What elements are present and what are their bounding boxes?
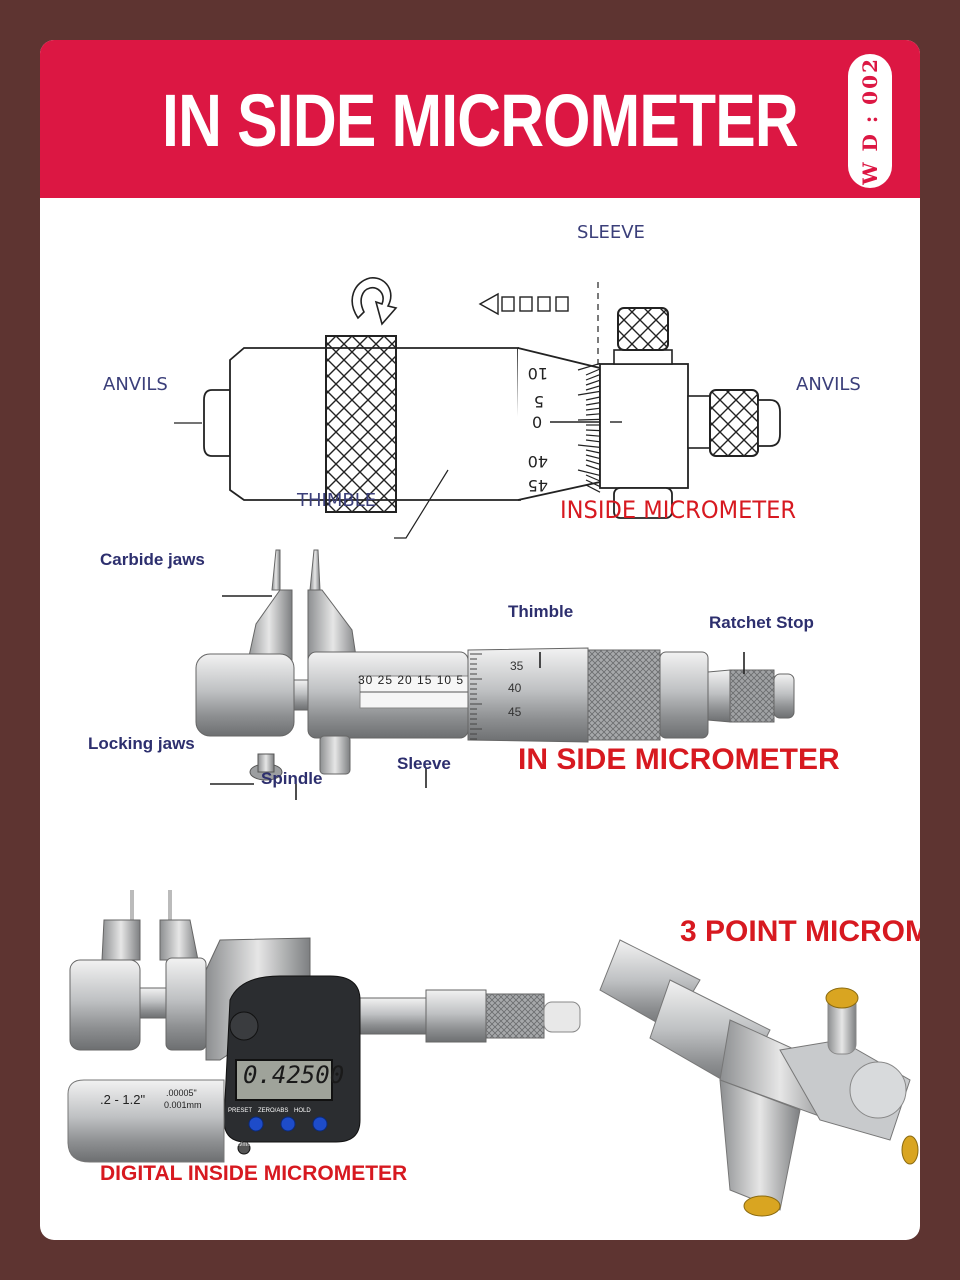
thimble-label: THIMBLE (297, 490, 377, 511)
zero-abs-button[interactable]: ZERO/ABS (258, 1108, 289, 1114)
inside-micrometer-sketch: 10 5 0 40 45 (174, 277, 781, 539)
thimble-photo-label: Thimble (508, 602, 574, 621)
three-point-micrometer-photo (599, 939, 919, 1217)
spindle-label: Spindle (261, 769, 323, 788)
rotation-arrow-icon (351, 277, 398, 326)
thimble-scale-number: 45 (508, 705, 522, 719)
ratchet-stop-label: Ratchet Stop (709, 613, 814, 632)
resolution-inch: .00005" (166, 1088, 197, 1098)
scale-number: 0 (532, 413, 542, 432)
preset-button[interactable]: PRESET (228, 1108, 253, 1114)
three-point-caption: 3 POINT MICROMETER (680, 915, 920, 948)
hold-button[interactable]: HOLD (294, 1108, 311, 1114)
digital-micrometer-photo (67, 890, 581, 1163)
page-title: IN SIDE MICROMETER (162, 79, 799, 162)
inside-micrometer-photo: 35 40 45 (195, 549, 795, 800)
locking-jaws-label: Locking jaws (88, 734, 195, 753)
scale-number: 40 (528, 452, 548, 471)
inside-photo-caption: IN SIDE MICROMETER (518, 743, 840, 776)
code-label: W D : 002 (858, 57, 882, 185)
code-badge: W D : 002 (848, 54, 892, 188)
anvils-right-label: ANVILS (796, 374, 861, 395)
range-text: .2 - 1.2" (100, 1092, 146, 1107)
poster-card: IN SIDE MICROMETER W D : 002 (40, 40, 920, 1240)
carbide-jaws-label: Carbide jaws (100, 550, 205, 569)
thimble-scale-number: 40 (508, 681, 522, 695)
resolution-mm: 0.001mm (164, 1100, 202, 1110)
lcd-display: 0.42500 (243, 1061, 345, 1089)
anvils-left-label: ANVILS (103, 374, 168, 395)
header-banner: IN SIDE MICROMETER W D : 002 (40, 40, 920, 198)
scale-number: 10 (528, 364, 548, 383)
sleeve-photo-label: Sleeve (397, 754, 451, 773)
in-mm-toggle[interactable]: in/mm (236, 1142, 253, 1148)
sleeve-label: SLEEVE (577, 222, 645, 243)
scale-number: 5 (534, 392, 544, 411)
direction-arrow-icon (478, 292, 569, 316)
scale-number: 45 (528, 476, 548, 495)
digital-caption: DIGITAL INSIDE MICROMETER (100, 1162, 408, 1185)
sketch-caption: INSIDE MICROMETER (560, 496, 797, 524)
thimble-scale-number: 35 (510, 659, 524, 673)
sleeve-scale: 30 25 20 15 10 5 (358, 673, 465, 687)
